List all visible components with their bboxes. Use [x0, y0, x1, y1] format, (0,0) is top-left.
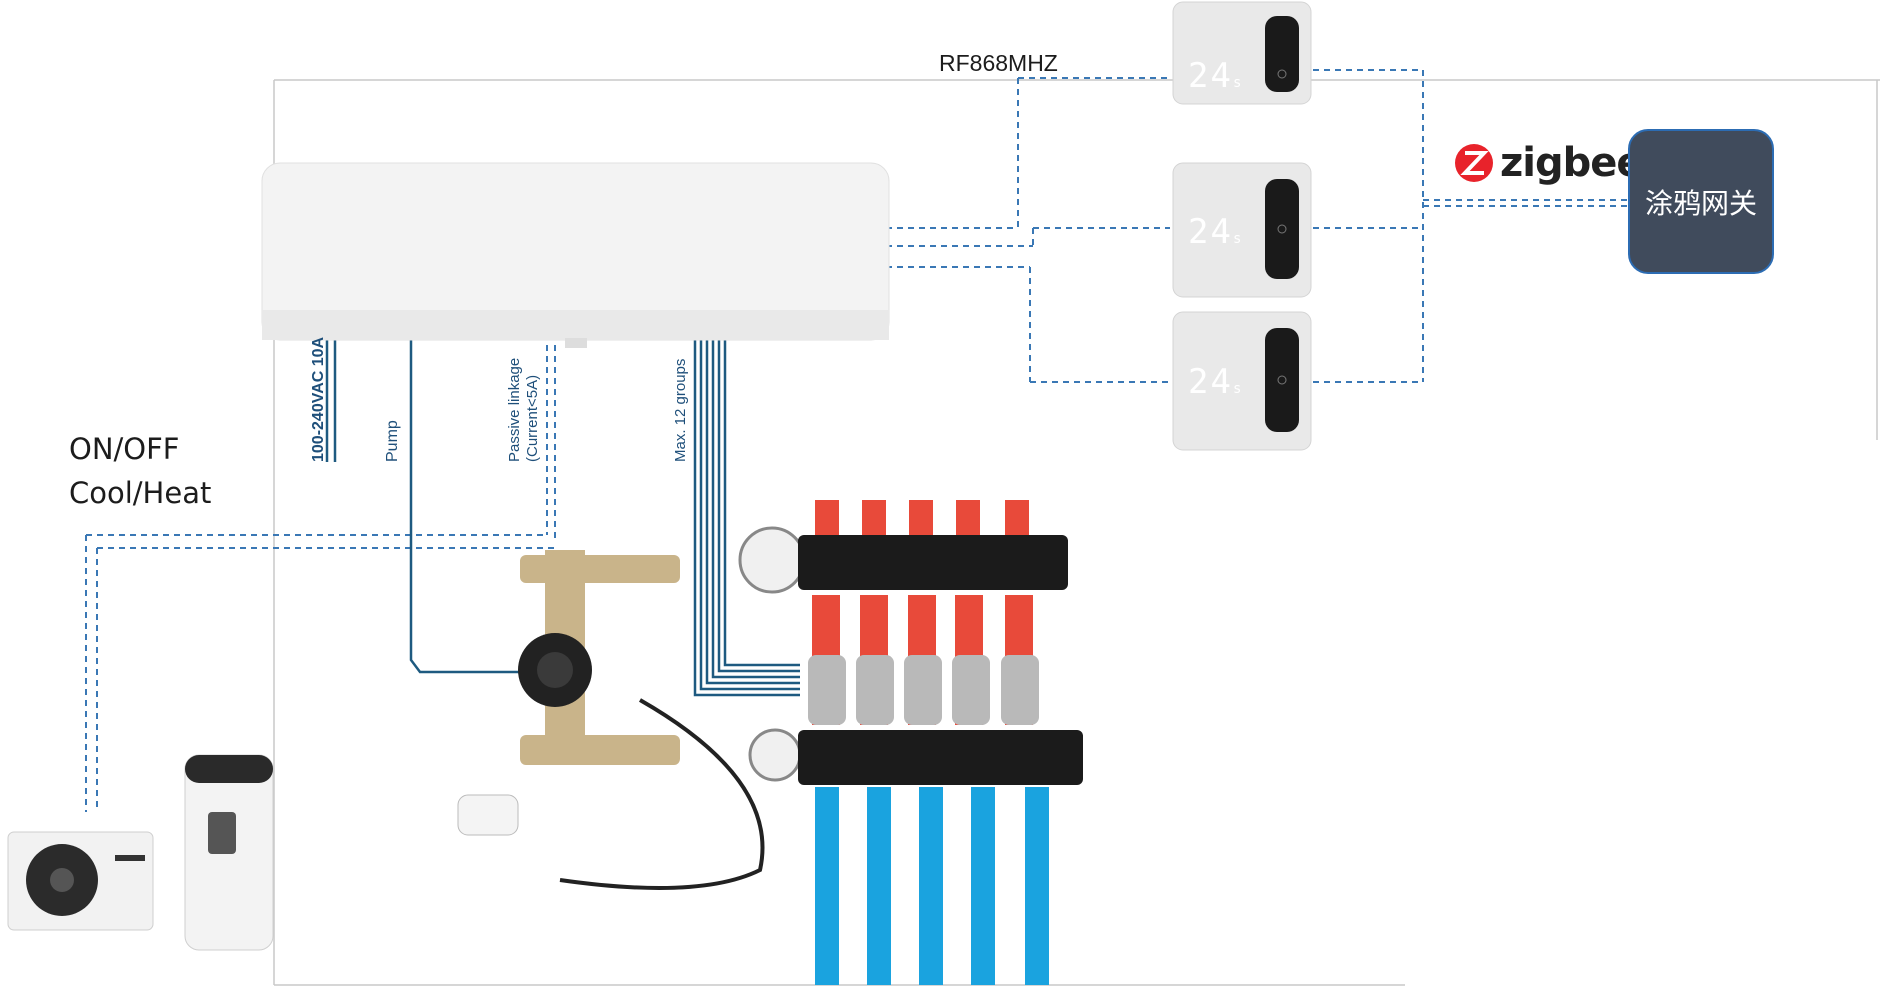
power-supply-label: 100-240VAC 10A	[310, 336, 327, 462]
thermostat-2-display: 24s	[1188, 212, 1244, 252]
zigbee-logo: zigbee	[1454, 140, 1644, 186]
pump-label: Pump	[384, 420, 401, 462]
passive-current-label: (Current<5A)	[524, 374, 541, 462]
thermostat-1	[1172, 1, 1312, 105]
thermostat-3-display: 24s	[1188, 362, 1244, 402]
water-tank-icon	[184, 754, 274, 951]
passive-linkage-label: Passive linkage	[506, 357, 523, 462]
tuya-gateway: 涂鸦网关	[1628, 129, 1774, 274]
dashed-signal-lines	[85, 69, 1628, 812]
max-groups-label: Max. 12 groups	[672, 358, 689, 462]
central-controller	[261, 162, 890, 348]
on-off-label: ON/OFF	[69, 432, 180, 466]
gateway-label: 涂鸦网关	[1644, 186, 1757, 220]
thermostat-2	[1172, 162, 1312, 298]
manifold-icon	[798, 500, 1083, 985]
thermostat-1-display: 24s	[1188, 56, 1244, 96]
wires	[325, 340, 800, 697]
cool-heat-label: Cool/Heat	[69, 476, 212, 510]
zigbee-logo-icon	[1455, 144, 1493, 182]
zigbee-brand-text: zigbee	[1500, 140, 1644, 186]
rf-frequency-label: RF868MHZ	[939, 50, 1058, 76]
thermostat-3	[1172, 311, 1312, 451]
pump-icon	[457, 526, 806, 890]
heat-pump-icon	[7, 831, 154, 931]
